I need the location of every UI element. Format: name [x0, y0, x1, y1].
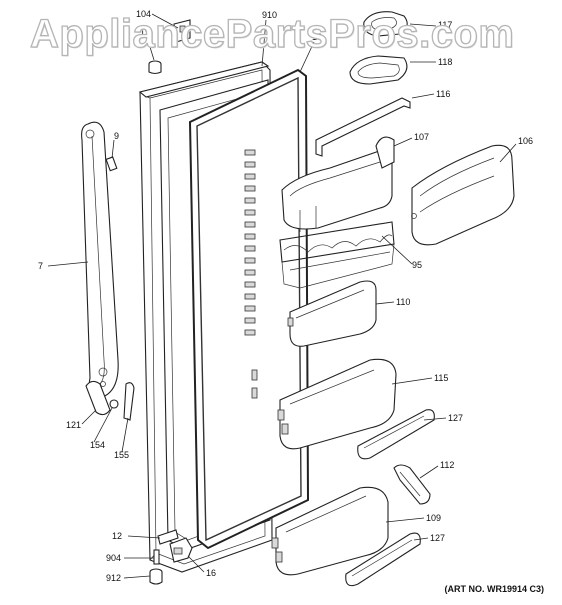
bracket-116	[315, 97, 411, 157]
callout-912: 912	[106, 573, 121, 583]
callout-110: 110	[396, 297, 410, 307]
trim-127-upper	[357, 409, 435, 460]
cap-118	[349, 55, 408, 85]
spacer-154	[109, 399, 119, 409]
callout-labels: 104 11 910 13 117 118 116 107 106 9 7 95…	[38, 9, 533, 583]
callout-115: 115	[434, 373, 448, 383]
wire-shelf-95	[279, 221, 395, 289]
callout-910: 910	[262, 10, 277, 20]
callout-11: 11	[140, 28, 149, 38]
callout-116: 116	[436, 89, 450, 99]
callout-104: 104	[136, 9, 151, 19]
trim-127-lower	[345, 532, 421, 587]
callout-121: 121	[66, 420, 81, 430]
callout-154: 154	[90, 440, 105, 450]
cap-117	[363, 11, 408, 37]
callout-127-lower: 127	[430, 533, 445, 543]
watermark-text: AppliancePartsPros.com	[29, 11, 515, 56]
screw-904	[153, 549, 160, 565]
hinge-pin-12	[157, 529, 179, 545]
callout-106: 106	[518, 136, 533, 146]
retainer-112	[393, 464, 431, 505]
callout-107: 107	[414, 132, 429, 142]
callout-109: 109	[426, 513, 441, 523]
callout-904: 904	[106, 553, 121, 563]
hinge-cover-104	[173, 19, 191, 43]
bushing-912	[149, 568, 163, 585]
callout-12: 12	[112, 531, 122, 541]
hinge-121	[85, 380, 111, 416]
callout-9: 9	[114, 131, 119, 141]
hinge-16	[169, 537, 193, 563]
callout-112: 112	[440, 460, 454, 470]
dairy-bin-107	[281, 136, 395, 232]
liner-shelf-tabs	[244, 149, 258, 399]
screw-9	[105, 156, 118, 172]
callout-95: 95	[412, 260, 422, 270]
callout-127-upper: 127	[448, 413, 463, 423]
callout-7: 7	[38, 261, 43, 271]
callout-16: 16	[206, 568, 216, 578]
callout-117: 117	[438, 20, 452, 30]
bushing-11	[148, 60, 162, 75]
callout-118: 118	[438, 57, 452, 67]
leader-lines	[47, 13, 517, 579]
bin-110	[287, 280, 377, 347]
bin-115	[277, 358, 397, 450]
stop-155	[123, 382, 135, 421]
bin-109	[271, 486, 389, 576]
callout-155: 155	[114, 450, 129, 460]
cover-106	[411, 144, 515, 246]
art-number: (ART NO. WR19914 C3)	[444, 584, 544, 594]
callout-13: 13	[312, 32, 322, 42]
